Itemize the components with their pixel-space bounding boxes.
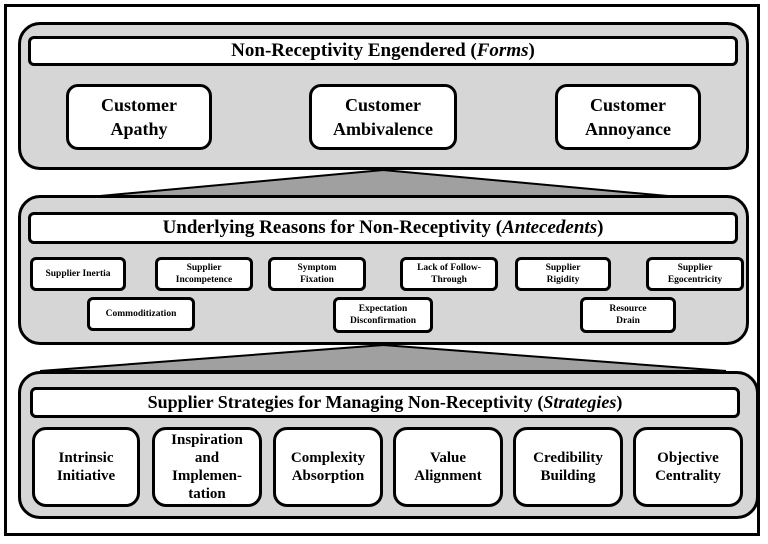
antecedent-line1: Supplier [677,263,713,273]
strategies-title: Supplier Strategies for Managing Non-Rec… [30,387,740,418]
antecedent-lack-of-follow-through: Lack of Follow- Through [400,257,498,291]
forms-title-italic: Forms [476,40,529,61]
antecedents-title-end: ) [597,217,604,238]
strategy-line: and [194,450,220,466]
strategy-line: tation [188,486,226,502]
antecedent-supplier-rigidity: Supplier Rigidity [515,257,611,291]
antecedent-line1: Lack of Follow- [417,263,481,273]
antecedents-title-italic: Antecedents [502,217,598,238]
antecedent-line1: Supplier Inertia [45,269,111,279]
strategy-inspiration-implementation: Inspiration and Implemen- tation [152,427,262,507]
antecedent-resource-drain: Resource Drain [580,297,676,333]
antecedent-symptom-fixation: Symptom Fixation [268,257,366,291]
forms-title-text: Non-Receptivity Engendered ( [231,40,477,61]
forms-title-end: ) [528,40,535,61]
forms-title: Non-Receptivity Engendered (Forms) [28,36,738,66]
strategy-line: Complexity [290,450,366,466]
strategy-objective-centrality: Objective Centrality [633,427,743,507]
antecedent-line1: Resource [609,304,647,314]
form-box-line1: Customer [101,95,177,115]
antecedent-line2: Through [431,275,467,285]
strategies-title-end: ) [616,392,623,412]
strategy-complexity-absorption: Complexity Absorption [273,427,383,507]
form-box-annoyance: Customer Annoyance [555,84,701,150]
strategy-line: Inspiration [171,432,243,448]
antecedents-title-text: Underlying Reasons for Non-Receptivity ( [162,217,503,238]
antecedent-supplier-inertia: Supplier Inertia [30,257,126,291]
antecedent-expectation-disconfirmation: Expectation Disconfirmation [333,297,433,333]
form-box-line2: Ambivalence [333,119,433,139]
strategy-line: Credibility [533,450,603,466]
antecedent-commoditization: Commoditization [87,297,195,331]
antecedent-line2: Drain [616,316,640,326]
strategy-line: Objective [657,450,719,466]
strategy-value-alignment: Value Alignment [393,427,503,507]
strategy-line: Implemen- [171,468,242,484]
antecedent-line1: Symptom [297,263,337,273]
strategy-line: Absorption [291,468,365,484]
form-box-line1: Customer [590,95,666,115]
form-box-ambivalence: Customer Ambivalence [309,84,457,150]
strategy-line: Building [540,468,596,484]
form-box-line2: Annoyance [584,119,671,139]
form-box-apathy: Customer Apathy [66,84,212,150]
strategy-line: Intrinsic [58,450,114,466]
antecedent-supplier-egocentricity: Supplier Egocentricity [646,257,744,291]
form-box-line1: Customer [345,95,421,115]
strategy-line: Alignment [414,468,482,484]
strategy-intrinsic-initiative: Intrinsic Initiative [32,427,140,507]
connector-antecedents-strategies [39,343,727,372]
antecedent-line2: Incompetence [175,275,233,285]
antecedent-line2: Fixation [300,275,334,285]
antecedent-line1: Supplier [186,263,222,273]
antecedent-line1: Supplier [545,263,581,273]
antecedent-line2: Disconfirmation [350,316,416,326]
antecedent-line1: Commoditization [105,309,177,319]
strategy-line: Centrality [655,468,721,484]
strategies-title-text: Supplier Strategies for Managing Non-Rec… [147,392,544,412]
form-box-line2: Apathy [110,119,168,139]
antecedent-line2: Egocentricity [667,275,723,285]
antecedent-line2: Rigidity [546,275,580,285]
strategies-title-italic: Strategies [543,392,617,412]
antecedent-line1: Expectation [358,304,408,314]
antecedents-title: Underlying Reasons for Non-Receptivity (… [28,212,738,244]
strategy-line: Initiative [56,468,116,484]
strategy-credibility-building: Credibility Building [513,427,623,507]
diagram-frame [4,4,760,536]
connector-forms-antecedents [99,168,669,197]
strategy-line: Value [429,450,467,466]
antecedent-supplier-incompetence: Supplier Incompetence [155,257,253,291]
